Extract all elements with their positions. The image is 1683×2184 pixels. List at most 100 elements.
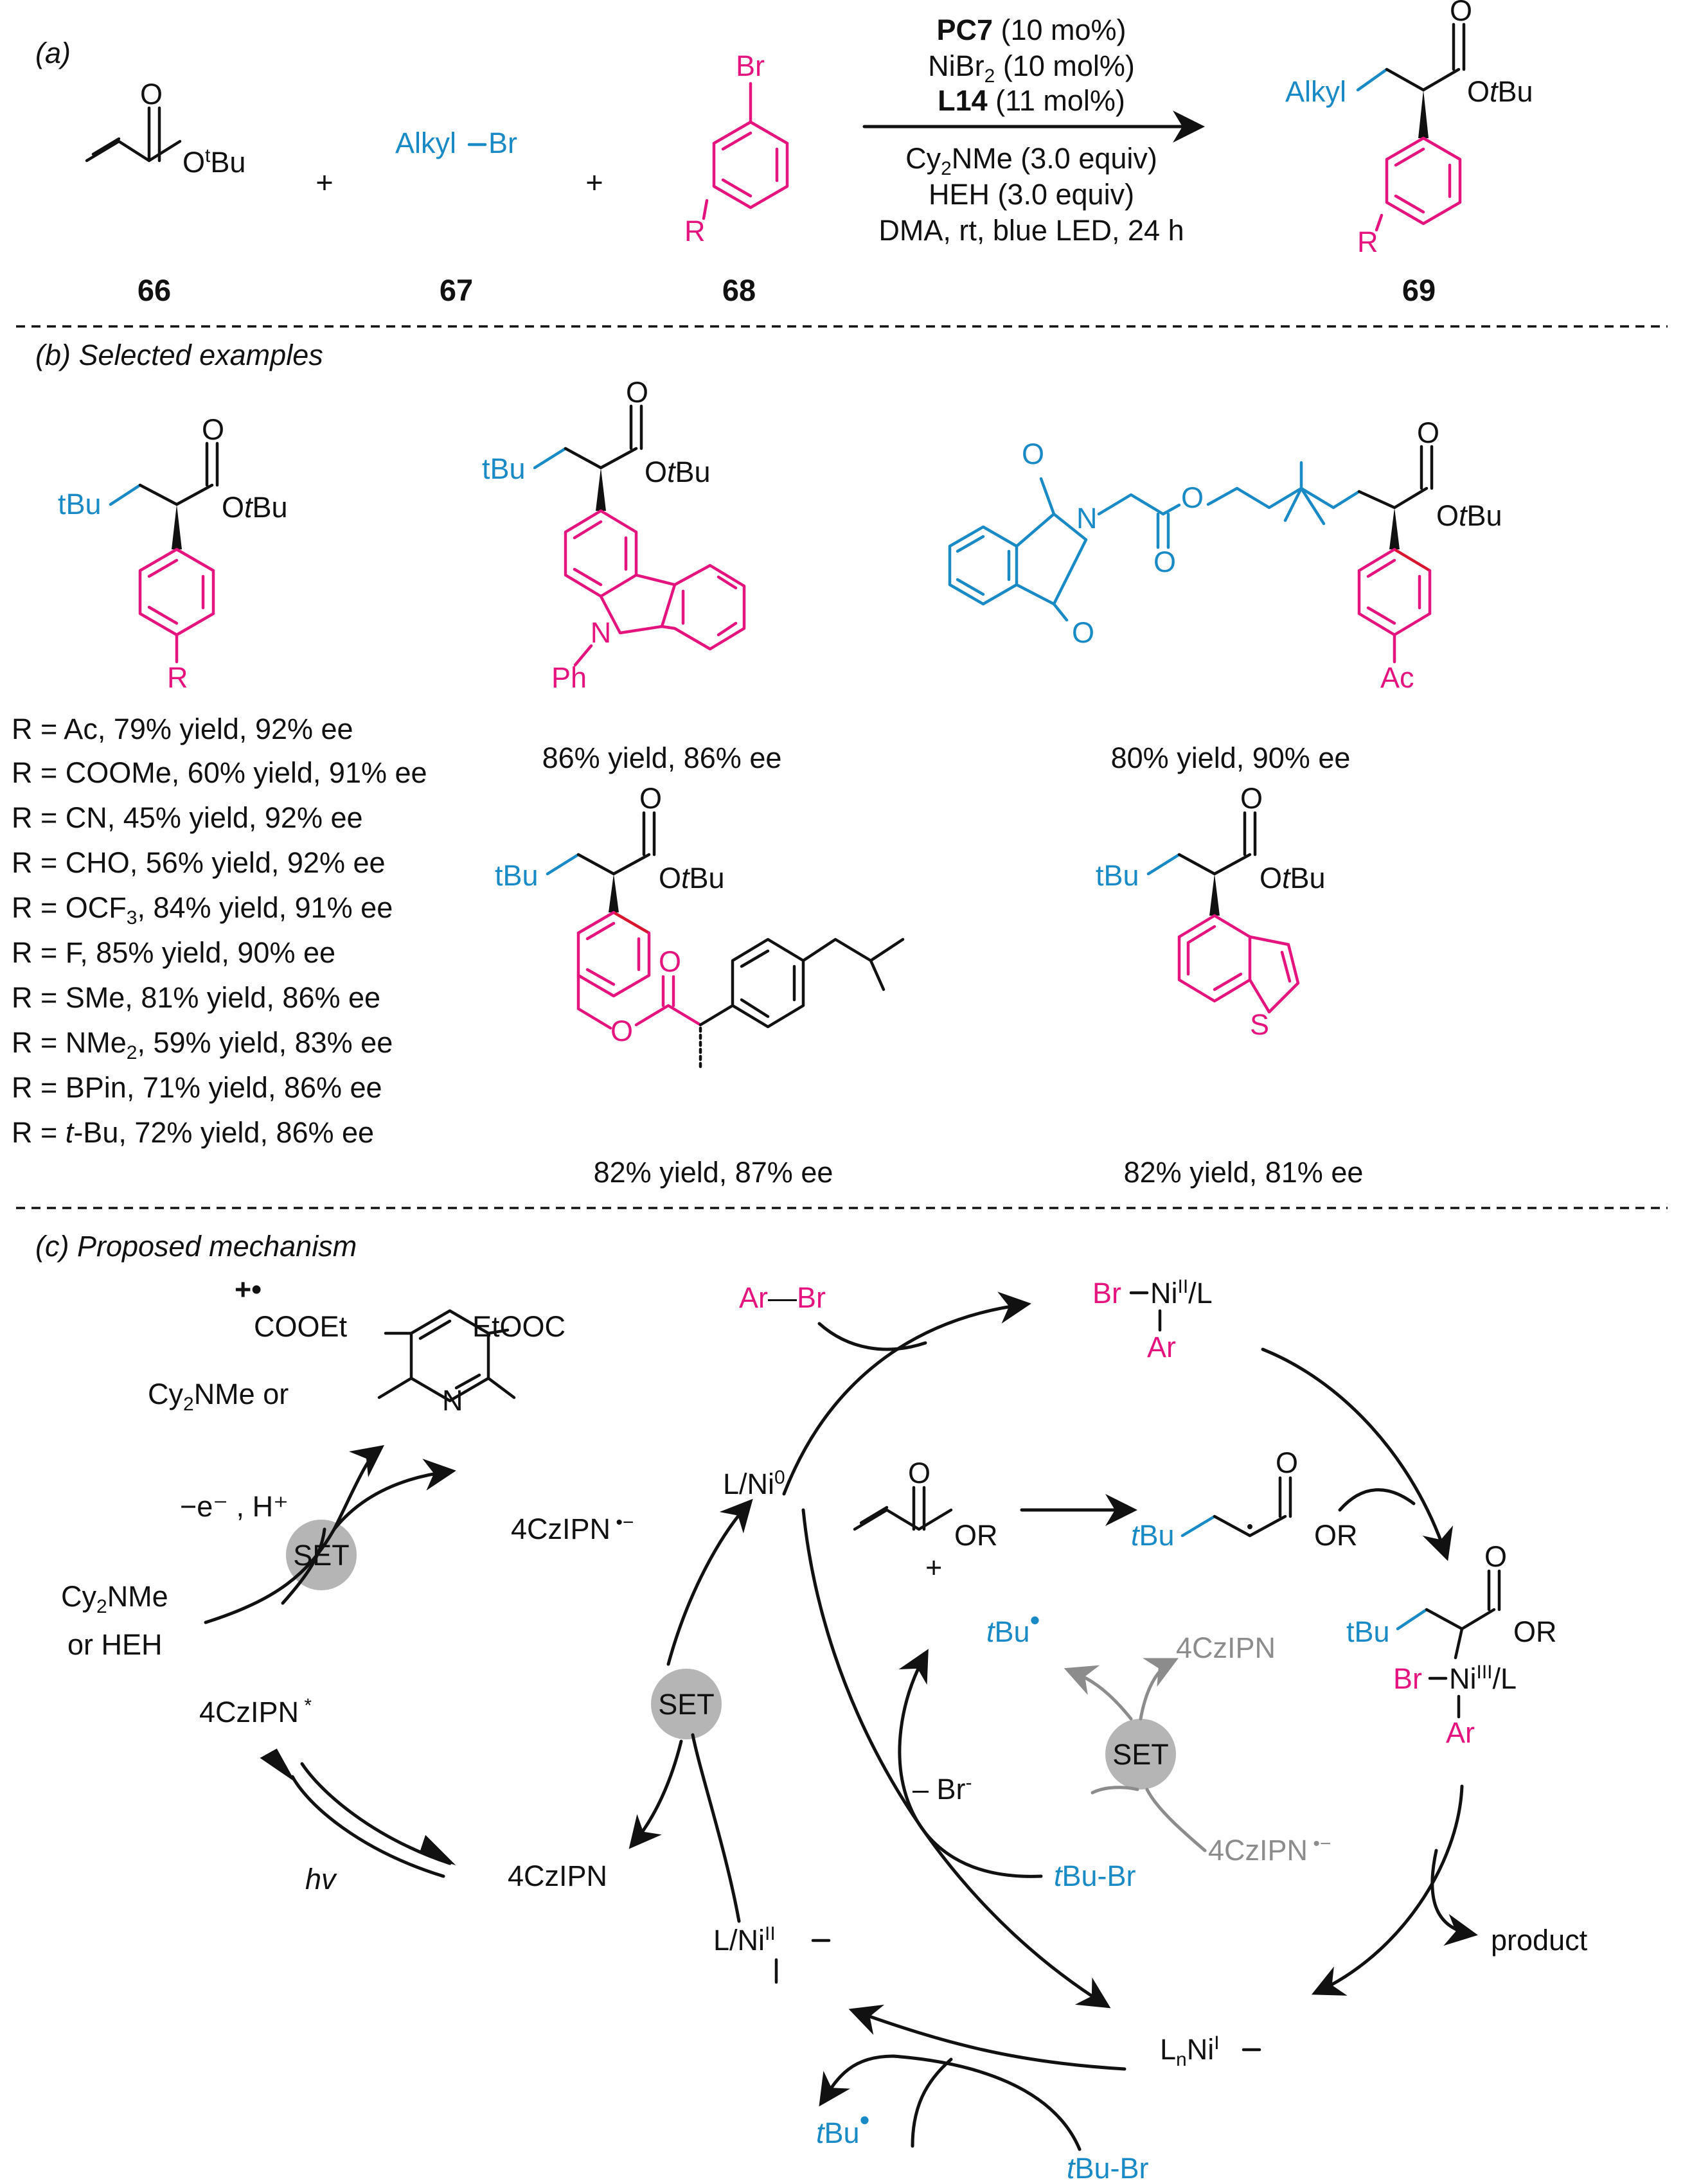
set-label: SET <box>1112 1738 1169 1771</box>
plus-label: + <box>925 1551 942 1584</box>
product-label: product <box>1491 1924 1588 1957</box>
otbu-label: OtBu <box>1260 862 1326 894</box>
or-label: OR <box>1513 1615 1557 1648</box>
reductive-quenching-cycle: −e⁻ , H⁺ SET Cy2NMe or HEH 4CzIPN * 4CzI… <box>61 1444 753 1923</box>
r-list-item: R = BPin, 71% yield, 86% ee <box>12 1071 382 1104</box>
condition-heh: HEH (3.0 equiv) <box>929 178 1134 211</box>
tbu-label: tBu <box>482 452 526 485</box>
panel-a-label: (a) <box>35 37 71 69</box>
otbu-label: OtBu <box>1467 75 1533 108</box>
o-label: O <box>1276 1446 1298 1479</box>
r-label: R <box>1357 226 1378 258</box>
o-label: O <box>1240 782 1263 815</box>
cooet-label: COOEt <box>254 1310 348 1343</box>
n-label: N <box>1076 502 1098 535</box>
tbu-radical-label: tBu• <box>816 2104 869 2149</box>
yield-benzothiophene: 82% yield, 81% ee <box>1124 1156 1364 1189</box>
ni3-label: NiIII/L <box>1449 1662 1517 1695</box>
compound-67-label: 67 <box>440 273 473 307</box>
otbu-label: OtBu <box>645 456 711 488</box>
r-list-item: R = CN, 45% yield, 92% ee <box>12 801 363 834</box>
o-label: O <box>639 782 662 815</box>
o-label: O <box>140 78 163 111</box>
minus-br-label: – Br- <box>913 1772 972 1806</box>
n-label: N <box>442 1384 463 1417</box>
o-label: O <box>908 1457 931 1489</box>
r-list-item-ocf3: R = OCF3, 84% yield, 91% ee <box>12 891 393 928</box>
br-label: Br <box>736 49 765 82</box>
lnni1-label: LnNiI <box>1160 2032 1220 2070</box>
czipn-label: 4CzIPN <box>508 1860 607 1892</box>
r-substituent-list: R = Ac, 79% yield, 92% ee R = COOMe, 60%… <box>12 713 427 1149</box>
yield-phthalimide: 80% yield, 90% ee <box>1111 741 1351 774</box>
o-label: O <box>202 413 224 446</box>
example-para-r: tBu O OtBu R <box>58 413 288 694</box>
otbu-label: OtBu <box>1436 499 1502 532</box>
ar-label: Ar <box>1446 1716 1475 1749</box>
o-label: O <box>1450 0 1472 27</box>
condition-cy2nme: Cy2NMe (3.0 equiv) <box>905 142 1157 179</box>
ni2-br-label: Br <box>1092 1277 1121 1310</box>
r-label: R <box>684 215 706 247</box>
alkyl-label: Alkyl <box>395 127 456 159</box>
nickel-cycle: L/Ni0 Ar—Br Br NiII/L Ar O OR + tBu O OR <box>713 1276 1588 2184</box>
yield-carbazole: 86% yield, 86% ee <box>542 741 782 774</box>
czipn-excited-label: 4CzIPN * <box>199 1695 312 1728</box>
oxidation-label: −e⁻ , H⁺ <box>180 1490 289 1523</box>
czipn-gray-label: 4CzIPN <box>1176 1631 1276 1664</box>
panel-c: (c) Proposed mechanism +• COOEt EtOOC N … <box>35 1230 1588 2184</box>
etooc-label: EtOOC <box>472 1310 565 1343</box>
example-ibuprofen: tBu O OtBu O O <box>495 782 905 1069</box>
tbu-radical-label: tBu• <box>986 1604 1040 1648</box>
yield-ibuprofen: 82% yield, 87% ee <box>594 1156 833 1189</box>
ni2-label: NiII/L <box>1150 1276 1213 1310</box>
arbr-label: Ar—Br <box>739 1281 826 1314</box>
lni2-label: L/NiII <box>713 1923 776 1957</box>
o-label: O <box>1072 616 1094 649</box>
tbu-label: tBu <box>1346 1615 1390 1648</box>
compound-69-label: 69 <box>1402 273 1436 307</box>
o-label: O <box>1181 481 1204 514</box>
example-benzothiophene: tBu O OtBu S <box>1096 782 1326 1041</box>
compound-67-structure: Alkyl Br <box>395 127 517 159</box>
condition-l14: L14 (11 mol%) <box>938 84 1125 117</box>
plus-1: + <box>316 165 333 199</box>
oxidized-donors: +• COOEt EtOOC N Cy2NMe or <box>148 1273 565 1417</box>
r-list-item: R = SMe, 81% yield, 86% ee <box>12 981 380 1014</box>
o-label: O <box>659 945 681 978</box>
r-list-item-nme2: R = NMe2, 59% yield, 83% ee <box>12 1026 393 1063</box>
panel-a: (a) O OtBu 66 + Alkyl Br 67 + Br R <box>35 0 1533 307</box>
o-label: O <box>1417 416 1439 449</box>
tbubr-label: tBu-Br <box>1054 1860 1136 1892</box>
compound-66-label: 66 <box>138 273 171 307</box>
hv-label: hv <box>305 1863 337 1895</box>
example-carbazole: tBu O OtBu N Ph <box>482 376 746 694</box>
or-label: OR <box>954 1519 998 1552</box>
or-label: OR <box>1314 1519 1358 1552</box>
panel-b-label: (b) Selected examples <box>35 339 323 371</box>
set-node <box>651 1669 722 1739</box>
set-node <box>286 1520 357 1590</box>
alkyl-label: Alkyl <box>1285 75 1346 108</box>
tbu-label: tBu <box>1131 1519 1175 1552</box>
r-list-item: R = Ac, 79% yield, 92% ee <box>12 713 353 745</box>
set-node <box>1105 1719 1176 1789</box>
czipn-radical-gray-label: 4CzIPN •− <box>1208 1833 1331 1867</box>
czipn-radical-anion-label: 4CzIPN •− <box>511 1512 634 1545</box>
condition-pc7: PC7 (10 mo%) <box>936 13 1126 46</box>
ph-label: Ph <box>551 661 587 694</box>
compound-68-structure: Br R <box>684 49 789 247</box>
cy2nme-label: Cy2NMe <box>61 1580 168 1617</box>
otbu-label: OtBu <box>659 862 725 894</box>
r-label: R <box>167 661 188 694</box>
o-label: O <box>1022 438 1044 470</box>
compound-69-structure: Alkyl O OtBu R <box>1285 0 1533 258</box>
o-label: O <box>610 1015 633 1047</box>
r-list-item: R = CHO, 56% yield, 92% ee <box>12 846 386 879</box>
or-heh-label: or HEH <box>67 1628 163 1661</box>
br-label: Br <box>488 127 517 159</box>
ac-label: Ac <box>1380 661 1414 694</box>
o-label: O <box>626 376 648 409</box>
